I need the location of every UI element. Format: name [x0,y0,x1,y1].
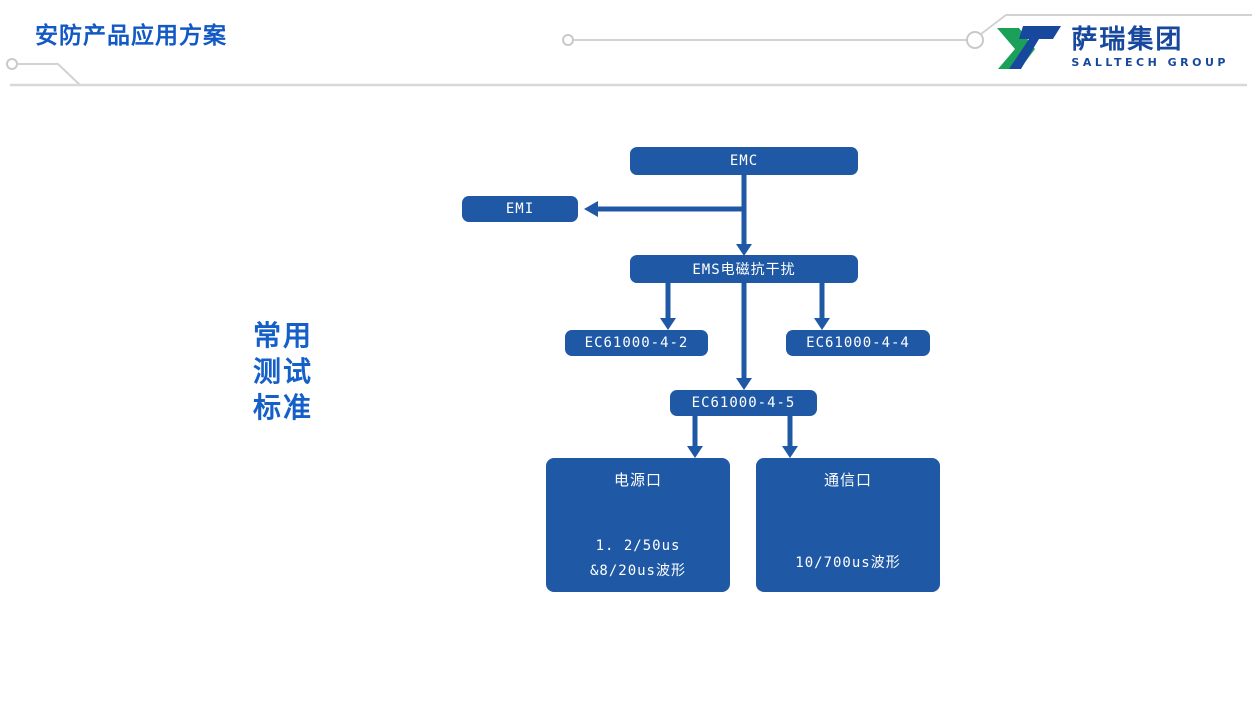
logo-name: 萨瑞集团 [1071,25,1184,56]
node-power-port: 电源口 1. 2/50us &8/20us波形 [546,458,730,592]
side-label-line3: 标准 [253,390,314,424]
page-title: 安防产品应用方案 [35,23,227,49]
logo-mark-icon [995,20,1063,76]
power-port-waveform-line2: &8/20us波形 [589,563,686,579]
node-ec61000-4-2: EC61000-4-2 [565,330,708,356]
comm-port-title: 通信口 [823,471,872,489]
side-label: 常用 测试 标准 [253,318,313,425]
node-comm-port: 通信口 10/700us波形 [756,458,940,592]
logo-text: 萨瑞集团 SALLTECH GROUP [1071,25,1229,70]
node-ec61000-4-5: EC61000-4-5 [670,390,817,416]
power-port-title: 电源口 [613,471,662,489]
comm-port-waveform-line1: 10/700us波形 [795,555,901,571]
logo-subtitle: SALLTECH GROUP [1071,56,1229,70]
node-emi: EMI [462,196,578,222]
node-emc: EMC [630,147,858,175]
node-ems: EMS电磁抗干扰 [630,255,858,283]
side-label-line2: 测试 [253,354,314,388]
company-logo: 萨瑞集团 SALLTECH GROUP [995,20,1229,76]
side-label-line1: 常用 [253,319,314,352]
node-ec61000-4-4: EC61000-4-4 [786,330,930,356]
power-port-waveform-line1: 1. 2/50us [595,538,681,554]
